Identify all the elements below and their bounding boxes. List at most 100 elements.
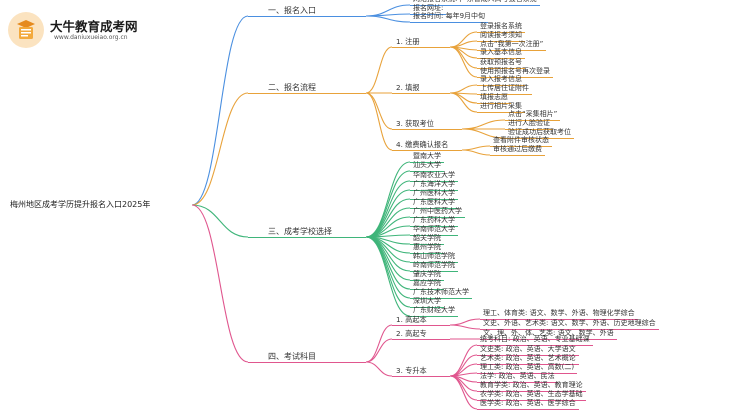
leaf-label: 华南师范大学 — [413, 225, 455, 233]
branch-underline — [248, 237, 366, 238]
leaf-label: 法学: 政治、英语、民法 — [480, 372, 555, 380]
sub-branch-underline — [392, 129, 462, 130]
sub-branch-underline — [392, 93, 450, 94]
leaf-label: 审核通过后缴费 — [493, 145, 542, 153]
leaf-underline — [410, 181, 458, 182]
leaf-connector — [365, 236, 411, 299]
leaf-label: 广东海洋大学 — [413, 180, 455, 188]
leaf-underline — [410, 190, 458, 191]
sub-branch-label: 2. 高起专 — [396, 329, 427, 338]
leaf-underline — [410, 298, 472, 299]
leaf-label: 华南农业大学 — [413, 171, 455, 179]
leaf-underline — [477, 112, 525, 113]
leaf-label: 韩山师范学院 — [413, 252, 455, 260]
logo-url: www.daniuxueiao.org.cn — [54, 34, 128, 41]
leaf-label: 深圳大学 — [413, 297, 441, 305]
leaf-label: 使用预报名号再次登录 — [480, 67, 550, 75]
leaf-connector — [461, 145, 491, 151]
leaf-underline — [505, 120, 561, 121]
leaf-label: 进行人脸验证 — [508, 119, 550, 127]
leaf-label: 惠州学院 — [413, 243, 441, 251]
leaf-label: 广东技术师范大学 — [413, 288, 469, 296]
leaf-label: 广州中医药大学 — [413, 207, 462, 215]
sub-branch-label: 1. 高起本 — [396, 315, 427, 324]
leaf-connector — [449, 344, 478, 377]
leaf-underline — [410, 14, 447, 15]
leaf-label: 广州医科大学 — [413, 189, 455, 197]
leaf-label: 汕头大学 — [413, 161, 441, 169]
sub-connector — [365, 338, 393, 363]
sub-branch-label: 4. 缴费确认报名 — [396, 140, 449, 149]
leaf-underline — [505, 138, 574, 139]
logo-name: 大牛教育成考网 — [50, 19, 138, 34]
leaf-label: 登录报名系统 — [480, 22, 522, 30]
leaf-underline — [477, 94, 532, 95]
leaf-underline — [410, 226, 458, 227]
leaf-label: 韶关学院 — [413, 234, 441, 242]
branch-connector — [191, 15, 249, 206]
leaf-connector — [461, 119, 506, 130]
leaf-connector — [365, 236, 411, 317]
branch-underline — [248, 16, 366, 17]
sub-branch-underline — [392, 339, 450, 340]
leaf-connector — [365, 189, 411, 238]
leaf-label: 验证成功后获取考位 — [508, 128, 571, 136]
leaf-underline — [410, 244, 444, 245]
sub-connector — [365, 324, 393, 363]
leaf-label: 嘉应学院 — [413, 279, 441, 287]
leaf-underline — [490, 155, 545, 156]
leaf-connector — [449, 31, 478, 48]
leaf-underline — [477, 103, 511, 104]
sub-connector — [365, 46, 393, 94]
leaf-underline — [477, 364, 579, 365]
leaf-underline — [410, 316, 458, 317]
leaf-label: 教育学类: 政治、英语、教育理论 — [480, 381, 583, 389]
leaf-label: 网络报名系统: 广东省成人高考报名系统 — [413, 0, 537, 3]
leaf-label: 肇庆学院 — [413, 270, 441, 278]
leaf-underline — [477, 382, 558, 383]
leaf-underline — [410, 271, 458, 272]
branch-connector — [191, 204, 249, 363]
leaf-label: 填报志愿 — [480, 93, 508, 101]
leaf-underline — [410, 262, 458, 263]
leaf-connector — [449, 46, 478, 78]
leaf-underline — [505, 129, 553, 130]
leaf-underline — [477, 50, 547, 51]
leaf-label: 查看附件审核状态 — [493, 136, 549, 144]
sub-branch-label: 3. 专升本 — [396, 366, 427, 375]
leaf-label: 理工、体育类: 语文、数学、外语、物理化学综合 — [483, 309, 635, 317]
leaf-label: 阅读报考须知 — [480, 31, 522, 39]
leaf-underline — [477, 400, 586, 401]
leaf-underline — [490, 146, 552, 147]
leaf-underline — [410, 199, 458, 200]
branch-underline — [248, 362, 366, 363]
leaf-label: 获取预报名号 — [480, 58, 522, 66]
leaf-connector — [449, 324, 481, 330]
branch-label: 三、成考学校选择 — [268, 227, 332, 236]
leaf-underline — [477, 41, 525, 42]
leaf-label: 上传居住证附件 — [480, 84, 529, 92]
leaf-underline — [477, 77, 553, 78]
leaf-label: 文、理、外、体、艺类: 语文、数学、外语 — [483, 329, 614, 337]
leaf-underline — [410, 171, 444, 172]
leaf-label: 报名时间: 每年9月中旬 — [413, 12, 486, 20]
leaf-underline — [410, 307, 444, 308]
leaf-label: 文史、外语、艺术类: 语文、数学、外语、历史地理综合 — [483, 319, 656, 327]
leaf-underline — [410, 162, 444, 163]
root-topic: 梅州地区成考学历提升报名入口2025年 — [10, 200, 151, 209]
leaf-underline — [410, 5, 540, 6]
leaf-label: 录入报考信息 — [480, 75, 522, 83]
leaf-label: 点击“我第一次注册” — [480, 40, 544, 48]
leaf-label: 医学类: 政治、英语、医学综合 — [480, 399, 576, 407]
leaf-label: 录入基本信息 — [480, 48, 522, 56]
leaf-connector — [449, 375, 478, 410]
leaf-underline — [477, 58, 525, 59]
sub-branch-underline — [392, 150, 462, 151]
sub-branch-label: 1. 注册 — [396, 37, 420, 46]
leaf-label: 进行相片采集 — [480, 102, 522, 110]
leaf-label: 点击“采集相片” — [508, 110, 558, 118]
leaf-label: 农学类: 政治、英语、生态学基础 — [480, 390, 583, 398]
branch-underline — [248, 93, 366, 94]
branch-label: 一、报名入口 — [268, 6, 316, 15]
